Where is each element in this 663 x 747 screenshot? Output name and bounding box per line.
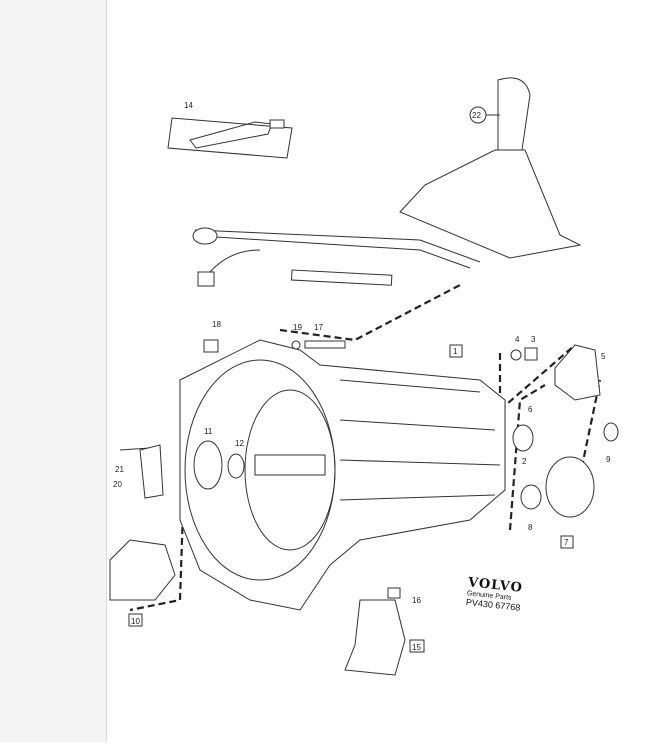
flange-7 xyxy=(545,456,595,518)
bracket-15 xyxy=(344,599,406,676)
bushing-18 xyxy=(203,339,219,353)
callout-12: 12 xyxy=(235,439,244,448)
callout-10: 10 xyxy=(131,617,140,626)
callout-6: 6 xyxy=(528,405,533,414)
shift-rod-assembly xyxy=(192,227,481,287)
callout-4: 4 xyxy=(515,335,520,344)
exploded-view-drawing: 14 22 1 18 19 17 4 3 5 6 2 xyxy=(109,77,619,676)
callout-22: 22 xyxy=(472,111,481,120)
callout-14: 14 xyxy=(184,101,193,110)
callout-7: 7 xyxy=(564,538,569,547)
bearing-housing-10 xyxy=(109,539,176,601)
callout-15: 15 xyxy=(412,643,421,652)
callout-5: 5 xyxy=(601,352,606,361)
parts-diagram: 14 22 1 18 19 17 4 3 5 6 2 xyxy=(107,0,663,742)
callout-17: 17 xyxy=(314,323,323,332)
callout-20: 20 xyxy=(113,480,122,489)
callout-1: 1 xyxy=(453,347,458,356)
sealant-tube-part: 14 xyxy=(167,101,293,159)
left-sidebar-panel xyxy=(0,0,107,742)
callout-16: 16 xyxy=(412,596,421,605)
callout-3: 3 xyxy=(531,335,536,344)
callout-18: 18 xyxy=(212,320,221,329)
gear-lever-boot-part: 22 xyxy=(399,77,582,259)
callout-9: 9 xyxy=(606,455,611,464)
callout-19: 19 xyxy=(293,323,302,332)
gearbox-housing-part: 1 xyxy=(179,339,506,611)
callout-2: 2 xyxy=(522,457,527,466)
flange-5 xyxy=(554,344,601,401)
callout-8: 8 xyxy=(528,523,533,532)
volvo-brand-block: VOLVO Genuine Parts PV430 67768 xyxy=(465,575,523,613)
callout-21: 21 xyxy=(115,465,124,474)
callout-11: 11 xyxy=(204,427,213,436)
